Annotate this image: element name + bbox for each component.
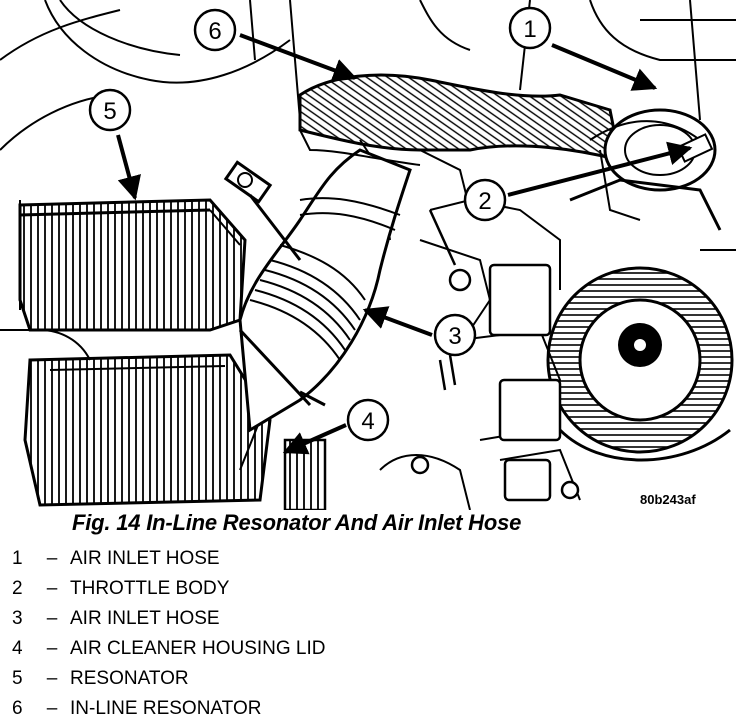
legend-label: AIR INLET HOSE xyxy=(70,608,220,629)
legend-dash: – xyxy=(46,668,58,689)
legend-label: AIR INLET HOSE xyxy=(70,548,220,569)
legend-number: 3 xyxy=(12,608,23,629)
legend-item: 6 –IN-LINE RESONATOR xyxy=(12,694,326,724)
resonator-box xyxy=(18,198,247,332)
callout-1: 1 xyxy=(508,6,658,91)
throttle-body xyxy=(569,108,722,231)
legend-label: THROTTLE BODY xyxy=(70,578,230,599)
legend-item: 1 –AIR INLET HOSE xyxy=(12,544,326,574)
legend-item: 3 –AIR INLET HOSE xyxy=(12,604,326,634)
callout-3-label: 3 xyxy=(448,323,461,350)
legend-dash: – xyxy=(46,608,58,629)
legend-number: 2 xyxy=(12,578,23,599)
legend-label: AIR CLEANER HOUSING LID xyxy=(70,638,326,659)
engine-illustration: 6 1 5 2 3 4 xyxy=(0,0,736,510)
callout-2: 2 xyxy=(463,141,693,222)
callout-4: 4 xyxy=(282,398,390,455)
callout-3: 3 xyxy=(362,306,477,357)
callout-4-label: 4 xyxy=(361,408,374,435)
callout-6: 6 xyxy=(193,8,358,82)
legend-number: 1 xyxy=(12,548,23,569)
figure-code: 80b243af xyxy=(640,492,696,507)
callout-5: 5 xyxy=(88,88,141,201)
legend-dash: – xyxy=(46,698,58,719)
legend-item: 2 –THROTTLE BODY xyxy=(12,574,326,604)
legend-dash: – xyxy=(46,548,58,569)
legend-number: 5 xyxy=(12,668,23,689)
air-cleaner-housing-lid xyxy=(23,353,272,507)
callout-1-label: 1 xyxy=(523,16,536,43)
air-inlet-hose xyxy=(223,148,412,433)
legend-label: IN-LINE RESONATOR xyxy=(70,698,262,719)
callout-5-label: 5 xyxy=(103,98,116,125)
legend-dash: – xyxy=(46,578,58,599)
legend-number: 4 xyxy=(12,638,23,659)
pulley-assembly xyxy=(546,249,736,462)
engine-components xyxy=(283,209,580,510)
in-line-resonator xyxy=(298,73,622,166)
callout-6-label: 6 xyxy=(208,18,221,45)
legend-number: 6 xyxy=(12,698,23,719)
legend-item: 5 –RESONATOR xyxy=(12,664,326,694)
legend-label: RESONATOR xyxy=(70,668,189,689)
legend-dash: – xyxy=(46,638,58,659)
legend-list: 1–AIR INLET HOSE 2–THROTTLE BODY 3–AIR I… xyxy=(12,544,326,724)
figure-caption: Fig. 14 In-Line Resonator And Air Inlet … xyxy=(72,510,522,535)
callout-2-label: 2 xyxy=(478,188,491,215)
legend-item: 4 –AIR CLEANER HOUSING LID xyxy=(12,634,326,664)
